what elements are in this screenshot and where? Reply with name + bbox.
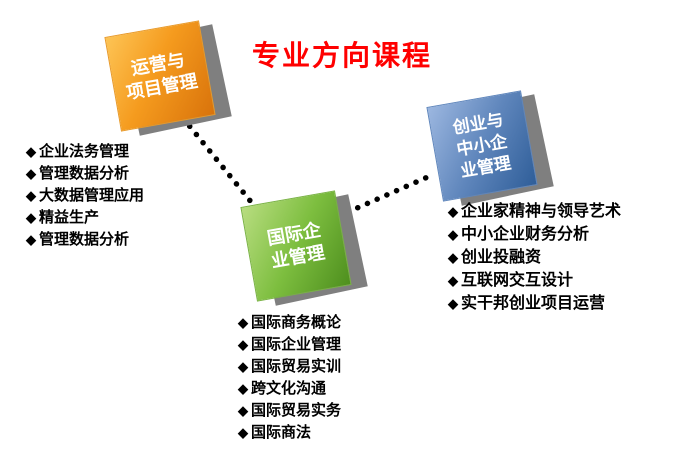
- list-item: ◆ 国际贸易实务: [238, 400, 341, 422]
- diamond-bullet-icon: ◆: [448, 296, 458, 311]
- course-name: 跨文化沟通: [251, 380, 327, 397]
- list-item: ◆ 国际商务概论: [238, 312, 341, 334]
- course-name: 精益生产: [39, 209, 100, 226]
- list-item: ◆ 中小企业财务分析: [448, 223, 621, 246]
- course-name: 实干邦创业项目运营: [461, 295, 606, 312]
- diamond-bullet-icon: ◆: [26, 210, 36, 225]
- course-name: 国际商务概论: [251, 314, 342, 331]
- node-international-business-management: 国际企 业管理: [240, 190, 368, 306]
- list-item: ◆ 管理数据分析: [26, 163, 144, 185]
- list-item: ◆ 大数据管理应用: [26, 185, 144, 207]
- course-name: 国际贸易实务: [251, 402, 342, 419]
- diamond-bullet-icon: ◆: [238, 425, 248, 440]
- course-name: 大数据管理应用: [39, 187, 145, 204]
- course-name: 互联网交互设计: [461, 272, 574, 289]
- list-item: ◆ 管理数据分析: [26, 229, 144, 251]
- course-list-operations: ◆ 企业法务管理 ◆ 管理数据分析 ◆ 大数据管理应用 ◆ 精益生产 ◆ 管理数…: [26, 141, 144, 251]
- diamond-bullet-icon: ◆: [26, 232, 36, 247]
- node-face-operations: 运营与 项目管理: [104, 20, 216, 132]
- dotted-connector-international-entrepreneurship: [345, 173, 433, 215]
- course-name: 创业投融资: [461, 249, 542, 266]
- list-item: ◆ 国际贸易实训: [238, 356, 341, 378]
- diamond-bullet-icon: ◆: [448, 204, 458, 219]
- list-item: ◆ 国际商法: [238, 422, 341, 444]
- list-item: ◆ 企业法务管理: [26, 141, 144, 163]
- diamond-bullet-icon: ◆: [26, 166, 36, 181]
- list-item: ◆ 互联网交互设计: [448, 269, 621, 292]
- diamond-bullet-icon: ◆: [448, 227, 458, 242]
- course-list-international: ◆ 国际商务概论 ◆ 国际企业管理 ◆ 国际贸易实训 ◆ 跨文化沟通 ◆ 国际贸…: [238, 312, 341, 444]
- list-item: ◆ 精益生产: [26, 207, 144, 229]
- dotted-connector-operations-international: [180, 115, 259, 211]
- node-face-international: 国际企 业管理: [240, 190, 352, 302]
- list-item: ◆ 国际企业管理: [238, 334, 341, 356]
- node-operations-project-management: 运营与 项目管理: [104, 20, 232, 136]
- list-item: ◆ 实干邦创业项目运营: [448, 292, 621, 315]
- diamond-bullet-icon: ◆: [238, 315, 248, 330]
- diamond-bullet-icon: ◆: [238, 359, 248, 374]
- list-item: ◆ 企业家精神与领导艺术: [448, 200, 621, 223]
- diamond-bullet-icon: ◆: [448, 250, 458, 265]
- course-name: 国际商法: [251, 424, 312, 441]
- diamond-bullet-icon: ◆: [26, 188, 36, 203]
- course-name: 企业法务管理: [39, 143, 130, 160]
- list-item: ◆ 跨文化沟通: [238, 378, 341, 400]
- course-name: 企业家精神与领导艺术: [461, 203, 622, 220]
- diamond-bullet-icon: ◆: [448, 273, 458, 288]
- course-name: 管理数据分析: [39, 231, 130, 248]
- diamond-bullet-icon: ◆: [238, 381, 248, 396]
- course-name: 中小企业财务分析: [461, 226, 590, 243]
- course-name: 国际贸易实训: [251, 358, 342, 375]
- node-entrepreneurship-sme-management: 创业与 中小企 业管理: [426, 90, 554, 206]
- node-face-entrepreneurship: 创业与 中小企 业管理: [426, 90, 538, 202]
- course-list-entrepreneurship: ◆ 企业家精神与领导艺术 ◆ 中小企业财务分析 ◆ 创业投融资 ◆ 互联网交互设…: [448, 200, 621, 315]
- diamond-bullet-icon: ◆: [26, 144, 36, 159]
- diamond-bullet-icon: ◆: [238, 403, 248, 418]
- list-item: ◆ 创业投融资: [448, 246, 621, 269]
- course-name: 国际企业管理: [251, 336, 342, 353]
- page-title: 专业方向课程: [251, 40, 432, 71]
- diamond-bullet-icon: ◆: [238, 337, 248, 352]
- course-name: 管理数据分析: [39, 165, 130, 182]
